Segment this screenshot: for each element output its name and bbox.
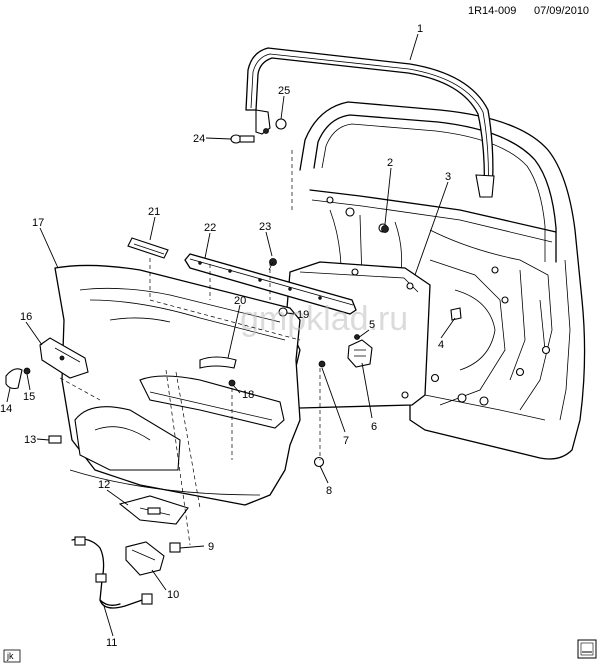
hidden-lines <box>59 150 321 546</box>
callout-1: 1 <box>417 23 423 35</box>
callout-22: 22 <box>204 222 216 234</box>
part-6-bracket <box>347 339 373 368</box>
callout-20: 20 <box>234 295 246 307</box>
callout-17: 17 <box>32 217 44 229</box>
part-18-screw <box>228 379 236 387</box>
callout-14: 14 <box>0 403 12 415</box>
diagram-code: 1R14-009 <box>468 5 516 17</box>
part-11-wiring-harness <box>71 536 153 609</box>
callout-18: 18 <box>242 389 254 401</box>
callout-24: 24 <box>193 133 205 145</box>
part-2-clip <box>381 225 389 233</box>
leader-lines <box>6 33 456 637</box>
callout-8: 8 <box>326 485 332 497</box>
callout-9: 9 <box>208 541 214 553</box>
part-22-trim-strip <box>184 253 357 315</box>
part-16-handle-housing <box>39 337 89 379</box>
callout-15: 15 <box>23 391 35 403</box>
part-15-screw <box>23 367 31 375</box>
part-20-reflector <box>199 356 237 369</box>
door-frame <box>299 101 586 460</box>
watermark-text: gmpklad.ru <box>240 300 408 338</box>
gm-logo <box>577 639 597 659</box>
part-9-connector <box>169 542 181 553</box>
callout-7: 7 <box>343 435 349 447</box>
callout-25: 25 <box>278 85 290 97</box>
part-12-switch-bezel <box>118 495 189 525</box>
callout-23: 23 <box>259 221 271 233</box>
corner-badge-text: jk <box>6 651 14 661</box>
callout-4: 4 <box>438 339 444 351</box>
callout-5: 5 <box>369 319 375 331</box>
part-24-screw <box>230 134 255 144</box>
callout-2: 2 <box>387 157 393 169</box>
callout-11: 11 <box>106 637 117 649</box>
callout-13: 13 <box>24 434 36 446</box>
part-19-fastener <box>278 307 288 317</box>
part-7-screw <box>318 360 326 368</box>
callout-6: 6 <box>371 421 377 433</box>
callout-10: 10 <box>167 589 179 601</box>
callout-3: 3 <box>445 171 451 183</box>
part-25-bracket <box>255 109 287 135</box>
part-10-window-switch <box>125 541 165 576</box>
callout-16: 16 <box>20 311 32 323</box>
part-4-clip <box>450 307 462 321</box>
part-8-nut <box>313 456 325 468</box>
part-14-cover <box>5 368 23 390</box>
part-17-door-trim-panel <box>54 264 301 506</box>
callout-12: 12 <box>98 479 110 491</box>
corner-badge: jk <box>3 649 21 663</box>
callout-labels: 1 2 3 4 5 6 7 8 9 10 11 12 13 14 15 16 1… <box>0 23 451 649</box>
part-23-pushpin <box>268 258 277 271</box>
part-13-clip <box>48 435 62 444</box>
part-21-trim-piece <box>127 237 169 259</box>
callout-21: 21 <box>148 206 160 218</box>
callout-19: 19 <box>297 309 309 321</box>
diagram-date: 07/09/2010 <box>534 5 589 17</box>
part-1-frame-molding <box>245 47 495 198</box>
